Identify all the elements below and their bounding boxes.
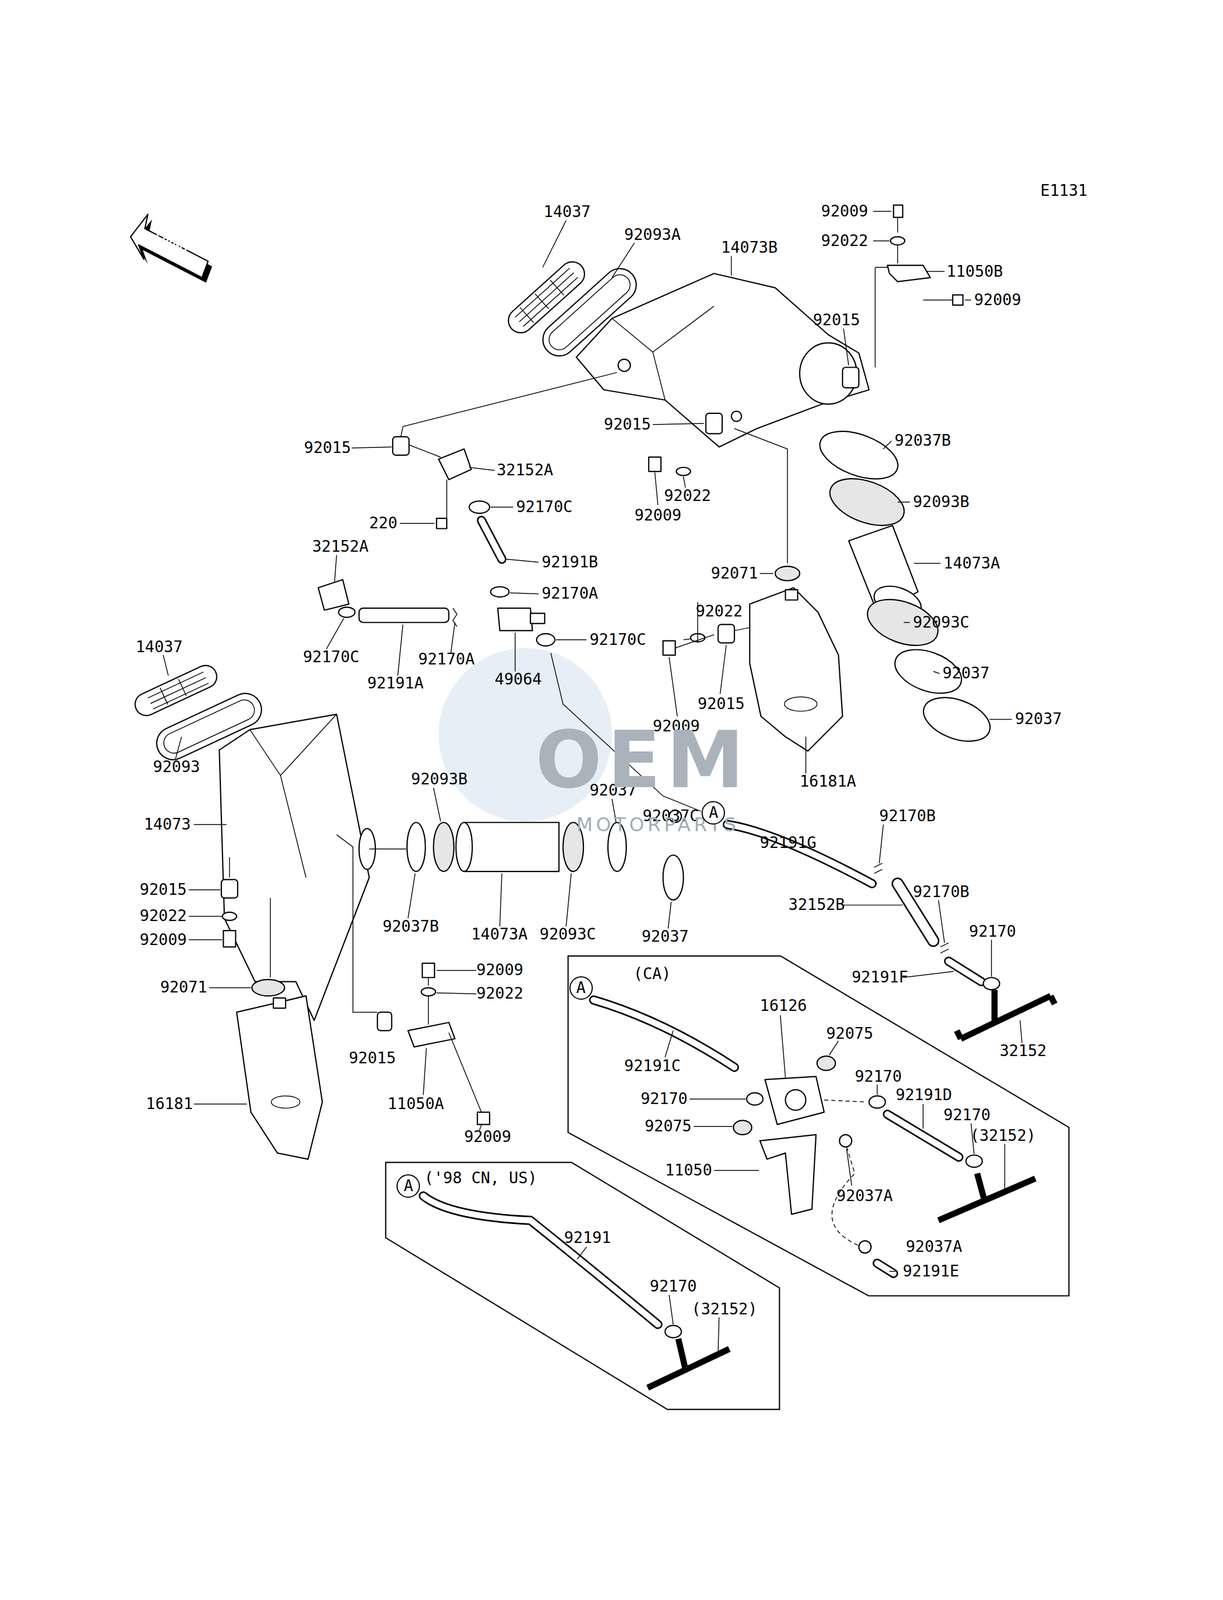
callout-number: 92015: [603, 416, 651, 433]
callout-number: 16181A: [799, 773, 857, 790]
callout-number: 92037: [1014, 711, 1062, 727]
callout-number: 92009: [476, 962, 524, 978]
callout-number: 92009: [634, 507, 682, 524]
callout-number: 92191: [563, 1229, 611, 1246]
callout-number: 32152A: [312, 538, 369, 555]
callout-number: 92093B: [411, 771, 468, 787]
watermark: OEM: [535, 721, 750, 800]
callout-number: 92170: [649, 1278, 697, 1294]
callout-number: 92191E: [902, 1263, 960, 1279]
callout-number: 32152: [999, 1042, 1047, 1059]
callout-number: 14037: [135, 639, 183, 655]
callout-number: 49064: [494, 671, 542, 688]
callout-number: 92191D: [895, 1086, 952, 1103]
callout-number: 14073A: [943, 555, 1000, 572]
callout-number: 92037A: [836, 1187, 893, 1204]
frame-heading: (CA): [633, 965, 671, 982]
callout-number: 92022: [695, 603, 743, 620]
reference-letter: A: [708, 804, 719, 821]
callout-number: 16126: [760, 997, 807, 1014]
callout-number: (32152): [691, 1301, 758, 1317]
callout-number: 92037A: [905, 1238, 963, 1255]
reference-circle: A: [701, 800, 725, 825]
callout-number: 16181: [146, 1095, 193, 1112]
callout-number: 92093: [152, 759, 200, 775]
callout-number: 92022: [820, 233, 868, 249]
frame-outline: [383, 1159, 782, 1411]
callout-number: 32152B: [788, 896, 845, 913]
reference-letter: A: [576, 979, 586, 996]
callout-number: 11050: [665, 1162, 713, 1178]
callout-number: 92191A: [366, 675, 424, 691]
reference-letter: A: [403, 1177, 414, 1194]
callout-number: 92015: [303, 440, 351, 456]
callout-number: 92170A: [418, 651, 475, 667]
callout-number: 220: [369, 515, 398, 531]
callout-number: 92170: [969, 923, 1017, 940]
callout-number: 92191F: [851, 969, 908, 985]
callout-number: 92170C: [589, 631, 646, 648]
callout-number: 92093C: [539, 926, 597, 942]
callout-number: 32152A: [496, 462, 554, 478]
callout-number: 92170C: [302, 649, 360, 665]
callout-number: 92071: [711, 565, 758, 582]
callout-number: 14037: [543, 204, 591, 220]
callout-number: 11050A: [387, 1095, 444, 1112]
callout-number: 92037B: [894, 432, 951, 449]
callout-number: 92170: [640, 1090, 688, 1107]
callout-number: 92037: [942, 665, 990, 681]
callout-number: 92071: [160, 979, 207, 995]
callout-number: 92170: [943, 1107, 991, 1123]
callout-number: 92009: [974, 292, 1022, 308]
callout-number: 92037B: [382, 918, 439, 935]
callout-number: 92009: [820, 203, 868, 220]
callout-number: 92170A: [541, 585, 598, 602]
callout-number: 92170: [854, 1068, 902, 1085]
callout-number: 92022: [139, 907, 187, 924]
frame-outline: [385, 1161, 780, 1409]
diagram-code: E1131: [1040, 182, 1088, 199]
variant-frame: (CA) A: [566, 953, 1071, 1298]
callout-number: 92191G: [760, 834, 817, 851]
callout-number: 92015: [349, 1050, 396, 1066]
callout-number: 92015: [813, 312, 860, 328]
callout-number: 14073B: [721, 239, 778, 256]
callout-number: 92093B: [912, 494, 970, 510]
callout-number: 14073: [143, 816, 191, 833]
callout-number: 92093C: [912, 614, 970, 631]
callout-number: 92170B: [912, 883, 970, 900]
frame-heading: ('98 CN, US): [424, 1170, 538, 1186]
frame-outline: [568, 955, 1070, 1296]
callout-number: 92015: [139, 881, 187, 898]
callout-number: 14073A: [471, 926, 528, 942]
callout-number: 92009: [463, 1128, 511, 1145]
callout-number: 92170B: [879, 808, 936, 824]
callout-number: 92022: [664, 487, 712, 504]
callout-number: 92015: [697, 695, 745, 712]
callout-number: 92075: [644, 1118, 692, 1134]
callout-number: 92009: [139, 931, 187, 948]
callout-number: 92191B: [541, 554, 598, 570]
callout-number: 92170C: [515, 499, 573, 515]
frame-outline: [566, 953, 1071, 1298]
callout-number: 92093A: [624, 226, 681, 243]
variant-frame: ('98 CN, US) A: [383, 1159, 782, 1411]
reference-circle: A: [396, 1173, 420, 1198]
callout-number: 92191C: [624, 1057, 681, 1074]
callout-number: 92022: [476, 985, 524, 1002]
callout-number: (32152): [969, 1127, 1036, 1144]
callout-number: 11050B: [946, 263, 1003, 280]
callout-number: 92075: [826, 1025, 874, 1042]
reference-circle: A: [569, 975, 593, 1000]
callout-number: 92037: [641, 928, 689, 945]
